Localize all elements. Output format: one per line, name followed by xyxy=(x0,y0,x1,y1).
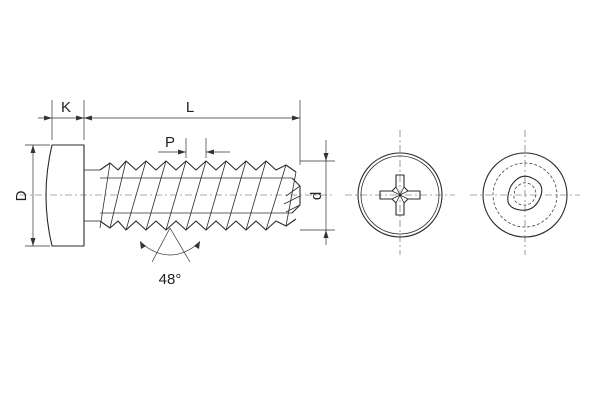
l-label: L xyxy=(186,99,194,116)
screw-head-side xyxy=(45,144,100,247)
thread-flanks xyxy=(99,160,297,231)
screw-thread-side xyxy=(99,160,301,231)
dimension-l: L xyxy=(84,99,301,165)
phillips-cross-icon xyxy=(379,174,421,216)
tip-end-view xyxy=(470,130,580,255)
thread-angle: 48° xyxy=(139,227,201,288)
d-minor-label: d xyxy=(308,192,325,200)
trilobular-tip-icon xyxy=(507,175,543,211)
dimension-d-major: D xyxy=(13,144,50,247)
dimension-p: P xyxy=(158,134,230,158)
phillips-head-end-view xyxy=(345,130,455,255)
angle-label: 48° xyxy=(159,271,182,288)
k-label: K xyxy=(61,99,71,116)
dimension-d-minor: d xyxy=(300,140,335,245)
dimension-k: K xyxy=(38,99,85,140)
p-label: P xyxy=(165,134,175,151)
d-major-label: D xyxy=(13,190,30,201)
